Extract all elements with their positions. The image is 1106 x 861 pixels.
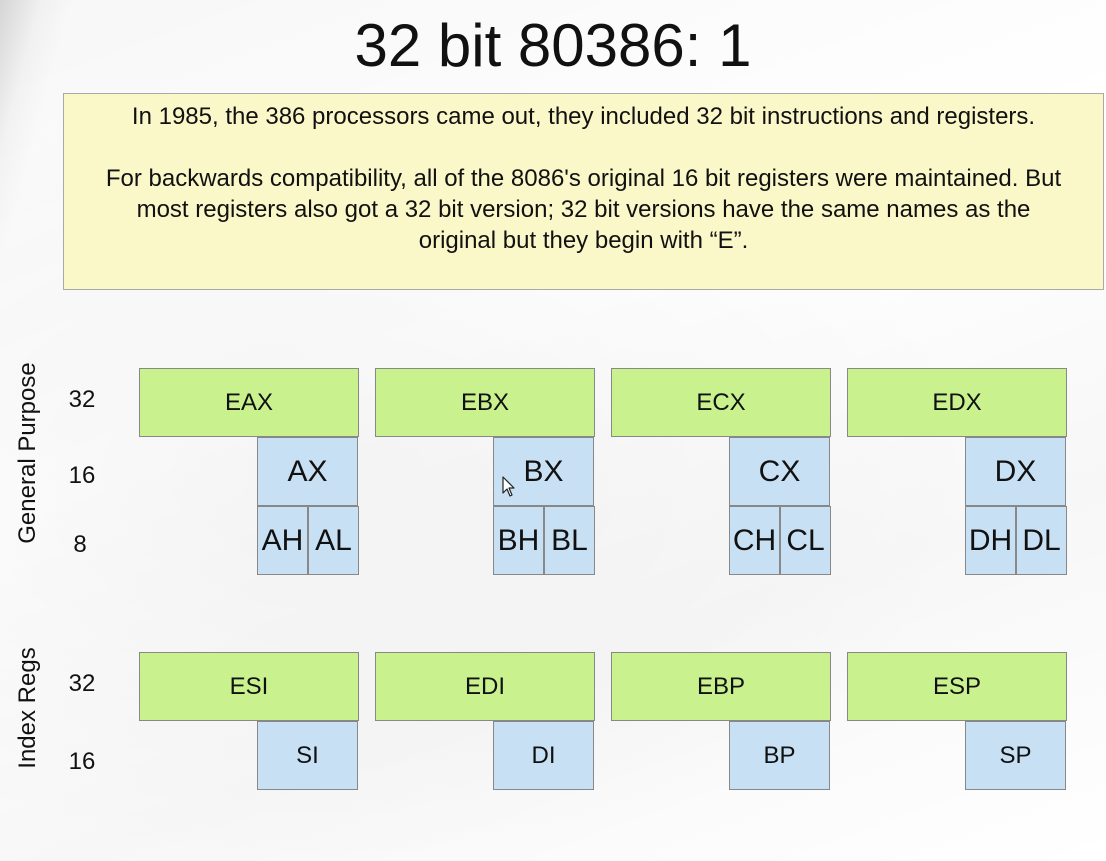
register-ah: AH [257, 506, 308, 575]
register-eax: EAX [139, 368, 359, 437]
register-dx: DX [965, 437, 1066, 506]
register-ch: CH [729, 506, 780, 575]
index-regs-label: Index Regs [14, 647, 41, 769]
register-bp: BP [729, 721, 830, 790]
description-box: In 1985, the 386 processors came out, th… [63, 93, 1104, 290]
mouse-pointer-icon [502, 476, 515, 497]
register-ax: AX [257, 437, 358, 506]
register-ebp: EBP [611, 652, 831, 721]
register-di: DI [493, 721, 594, 790]
register-sp: SP [965, 721, 1066, 790]
register-cl: CL [780, 506, 831, 575]
register-si: SI [257, 721, 358, 790]
register-esp: ESP [847, 652, 1067, 721]
description-paragraph-1: In 1985, the 386 processors came out, th… [131, 103, 1036, 130]
idx-row-label-32: 32 [68, 670, 96, 697]
register-dh: DH [965, 506, 1016, 575]
slide-title: 32 bit 80386: 1 [354, 12, 752, 79]
gp-row-label-32: 32 [68, 386, 96, 413]
register-dl: DL [1016, 506, 1067, 575]
register-edi: EDI [375, 652, 595, 721]
register-bh: BH [493, 506, 544, 575]
gp-row-label-16: 16 [68, 462, 96, 489]
register-ecx: ECX [611, 368, 831, 437]
gp-row-label-8: 8 [73, 531, 87, 558]
register-al: AL [308, 506, 359, 575]
idx-row-label-16: 16 [68, 748, 96, 775]
general-purpose-label: General Purpose [14, 362, 41, 544]
register-ebx: EBX [375, 368, 595, 437]
register-cx: CX [729, 437, 830, 506]
register-bl: BL [544, 506, 595, 575]
register-edx: EDX [847, 368, 1067, 437]
description-paragraph-2: For backwards compatibility, all of the … [105, 165, 1062, 254]
register-esi: ESI [139, 652, 359, 721]
